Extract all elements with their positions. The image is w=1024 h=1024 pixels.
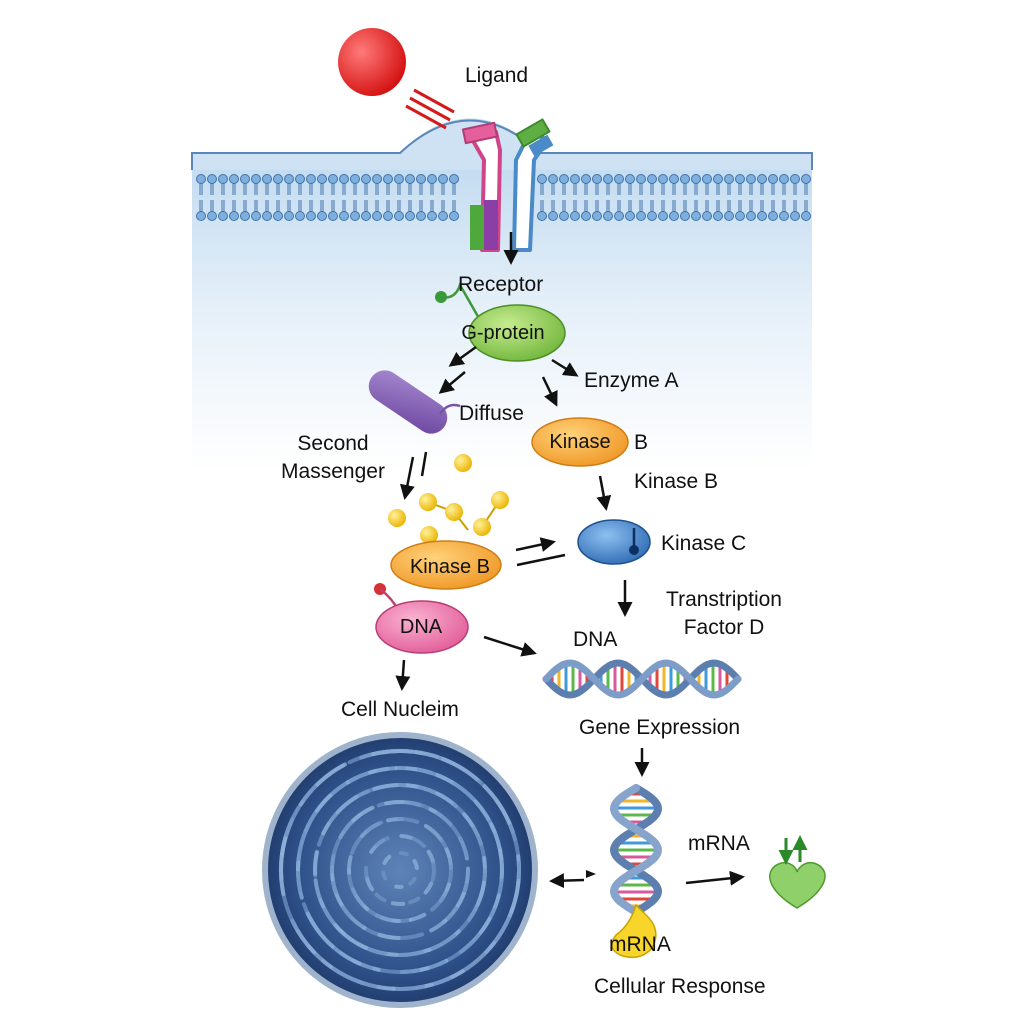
kinase-c-anchor [629,545,639,555]
g-protein-node [468,304,566,362]
dna-label: DNA [573,628,618,651]
small-arrowhead [586,870,596,878]
dna-helix-horizontal [542,659,742,699]
transcription-line1: Transtription [666,588,782,611]
kinase-b-left-node [390,540,502,590]
messenger-dot [419,493,437,511]
helix-to-response-arrow [685,870,745,886]
messenger-down-line [420,451,428,477]
second-messenger-line1: Second [297,432,369,455]
mrna-bottom-label: mRNA [609,933,671,956]
cell-nucleus-label: Cell Nucleim [341,698,459,721]
gprotein-to-messenger-arrow [448,345,477,367]
kinase-b-node-suffix: B [634,431,649,454]
equilibrium-arrow-back [516,553,566,567]
messenger-down-arrow [399,456,415,500]
kinase-c-node [577,519,651,565]
messenger-dot [420,526,438,544]
kinase-b-left-label: Kinase B [409,556,491,578]
g-protein-label: G-protein [461,322,545,344]
ligand-molecule [338,28,406,96]
dna-to-helix-arrow [483,635,537,657]
receptor-label: Receptor [458,273,544,296]
helix-to-nucleus-arrow [549,873,585,889]
ligand-label: Ligand [465,64,529,87]
cellular-response-heart [769,861,826,909]
kinase-c-label: Kinase C [661,532,747,555]
messenger-dot [388,509,406,527]
receptor-protein [461,118,554,252]
kinase-b-label: Kinase B [634,470,719,493]
second-messenger-line2: Massenger [281,460,385,483]
nucleus-chromatin [278,748,521,991]
transcription-factor-label: Transtription Factor D [666,586,782,642]
kinase-b-node [531,417,629,467]
messenger-dot [454,454,472,472]
second-messenger-protein [368,370,448,434]
dna-node-label: DNA [399,616,443,638]
messenger-dot [445,503,463,521]
g-protein-tether [440,281,482,321]
second-messenger-tether [438,403,461,415]
dna-helix-vertical [609,784,663,916]
enzyme-a-label: Enzyme A [584,369,679,392]
cell-nucleus [262,732,538,1008]
kinase-b-node-label: Kinase [549,431,611,453]
dna-to-nucleus-arrow [395,659,411,691]
lipid-bilayer [196,174,811,221]
diffuse-label: Diffuse [459,402,524,425]
messenger-dot [491,491,509,509]
cell-membrane-outer [191,119,813,170]
dna-node [375,600,469,654]
transcription-line2: Factor D [683,616,765,639]
gprotein-to-enzyme-arrow [551,358,579,377]
second-messenger-label: Second Massenger [281,430,385,486]
cytoplasm-region [192,118,812,470]
kinase-b-down-arrow [596,475,612,511]
equilibrium-arrow-forward [515,537,556,552]
gprotein-to-kinase-arrow [541,376,558,407]
mrna-molecule [611,903,657,959]
gene-expression-label: Gene Expression [579,716,741,739]
gprotein-to-messenger-arrow-2 [438,371,466,394]
cellular-response-label: Cellular Response [594,975,766,998]
mrna-right-label: mRNA [688,832,750,855]
messenger-dot [473,518,491,536]
ligand-binding-lines [405,88,455,130]
